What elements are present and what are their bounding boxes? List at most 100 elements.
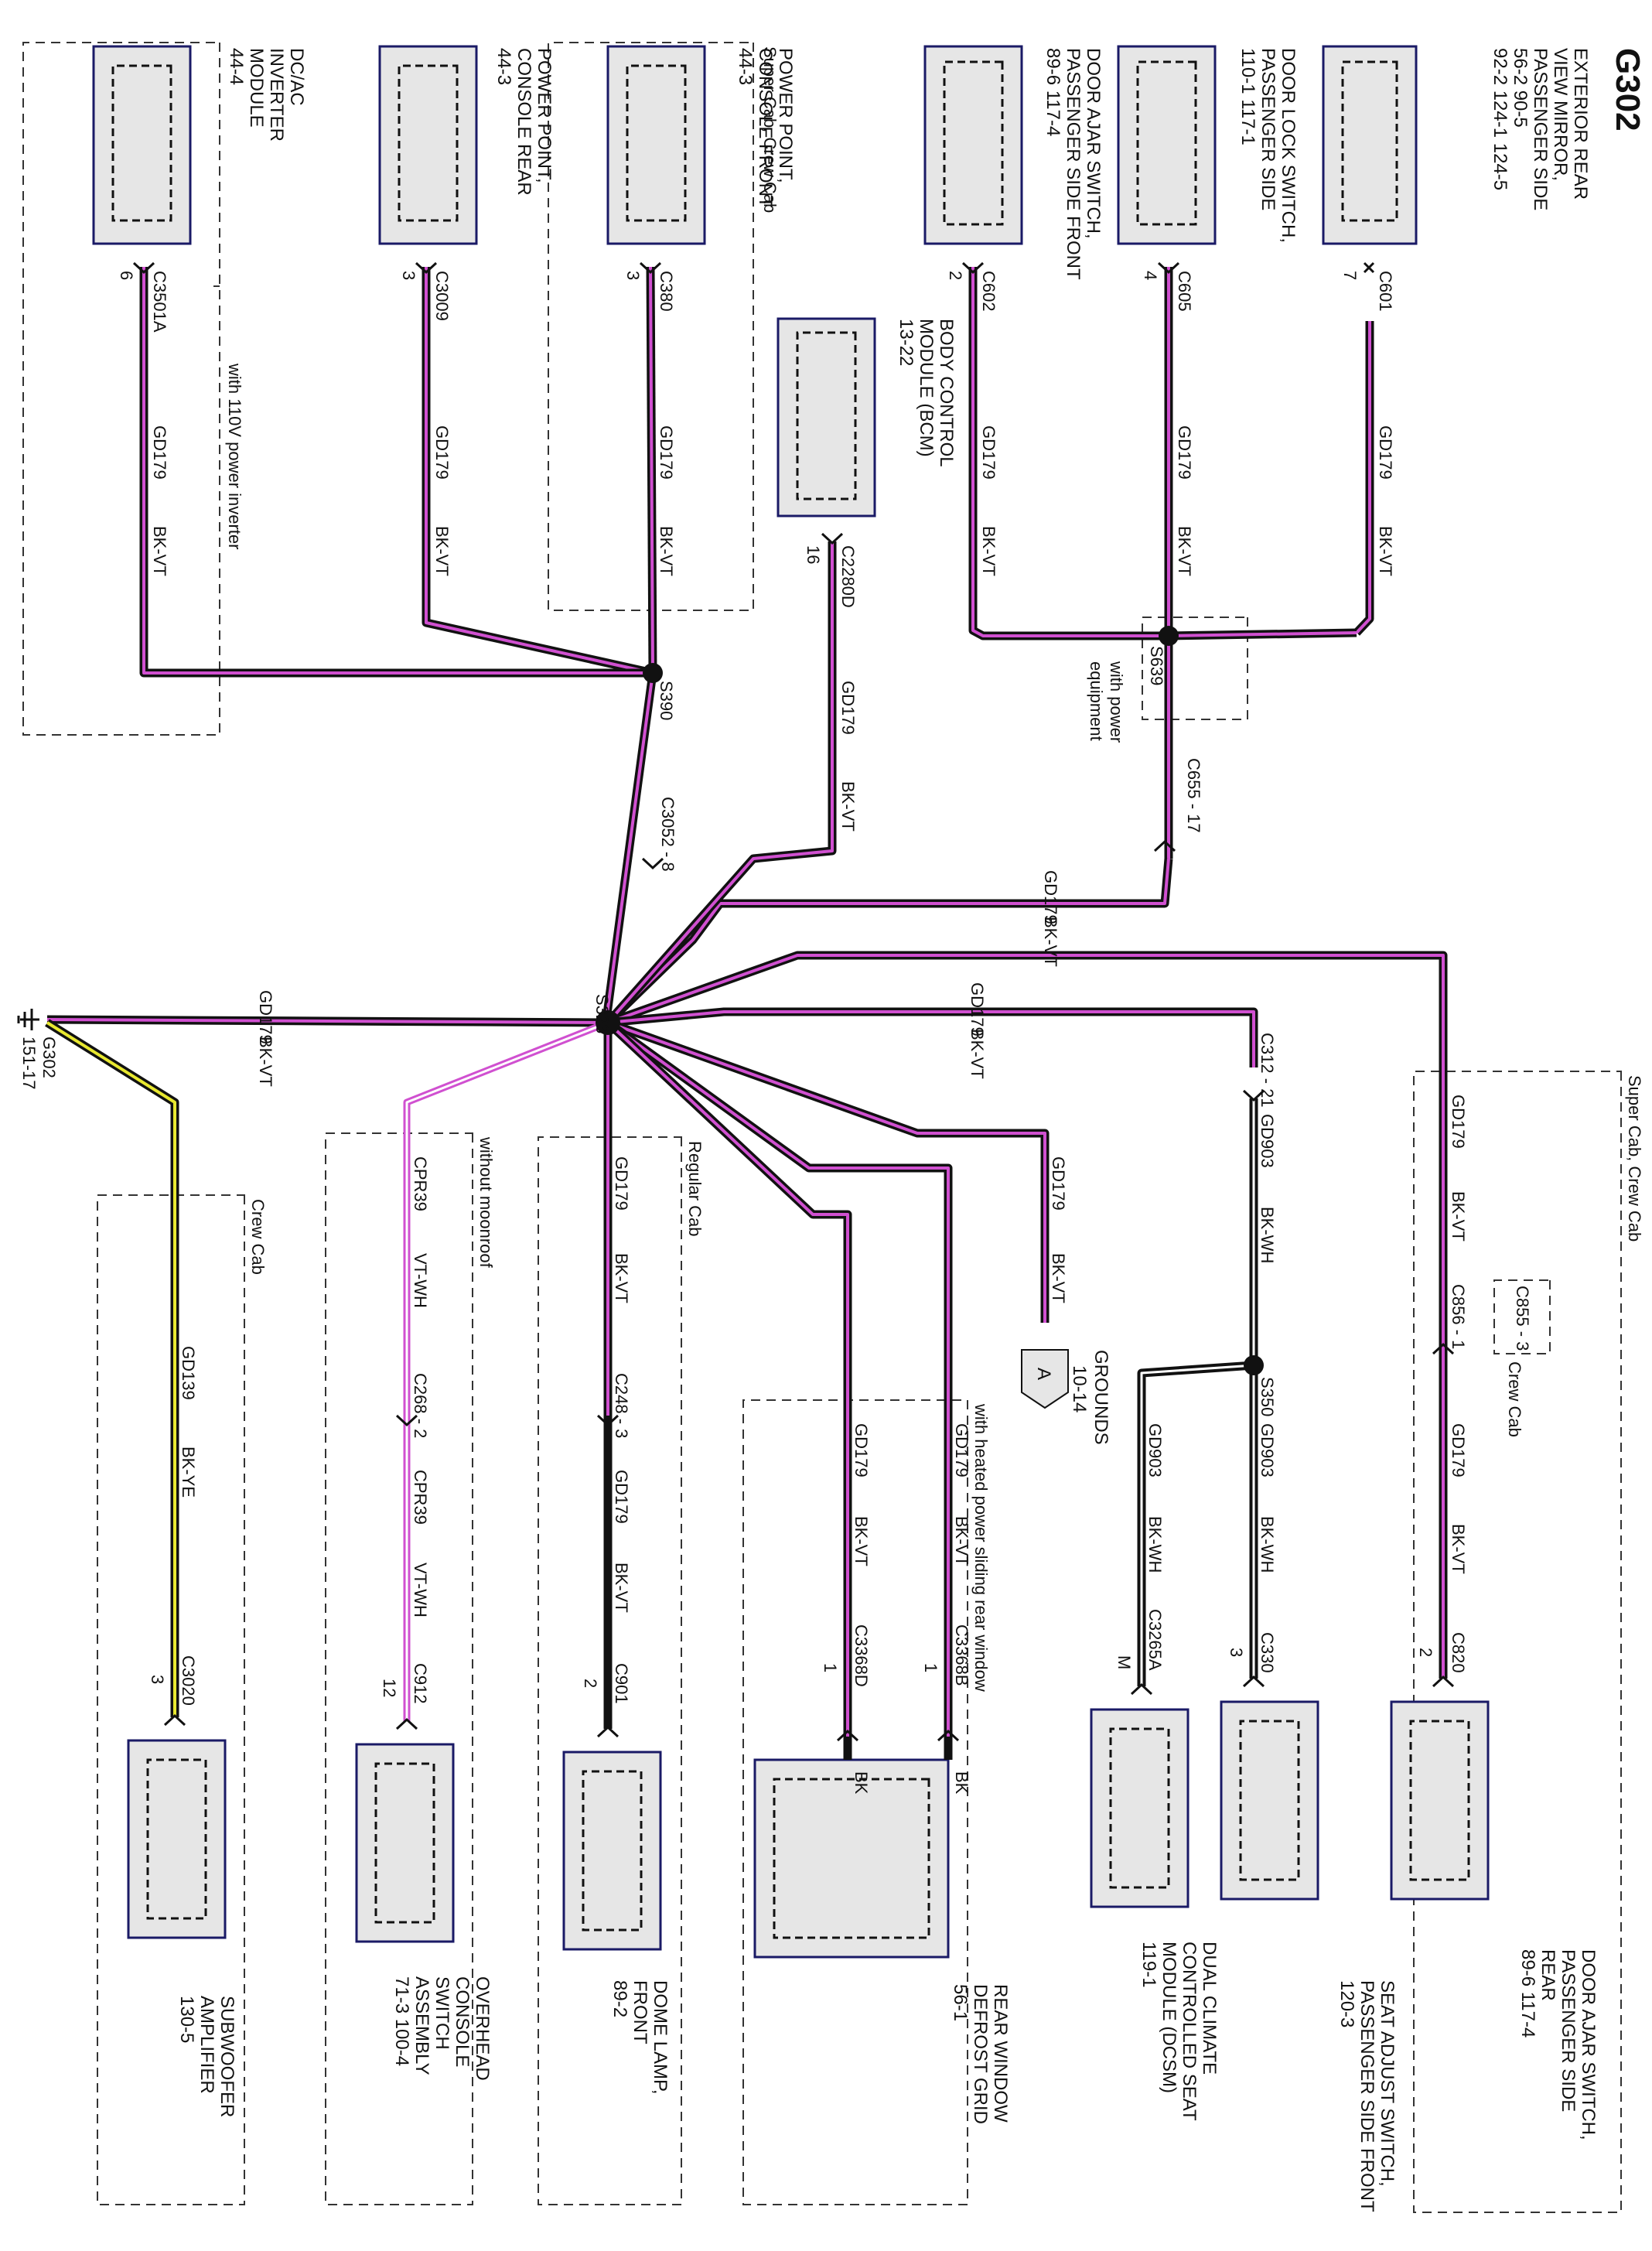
svg-text:VT-WH: VT-WH bbox=[411, 1563, 430, 1617]
svg-text:C3009: C3009 bbox=[432, 271, 452, 321]
svg-text:GD179: GD179 bbox=[657, 425, 676, 480]
svg-text:M: M bbox=[1114, 1655, 1134, 1669]
svg-text:GD179: GD179 bbox=[432, 425, 452, 480]
svg-text:DC/AC: DC/AC bbox=[286, 48, 307, 106]
svg-text:PASSENGER SIDE FRONT: PASSENGER SIDE FRONT bbox=[1357, 1980, 1377, 2212]
svg-text:C820: C820 bbox=[1449, 1632, 1468, 1673]
svg-text:BK-WH: BK-WH bbox=[1145, 1516, 1165, 1573]
svg-text:C605: C605 bbox=[1175, 271, 1194, 312]
svg-text:GD179: GD179 bbox=[612, 1156, 631, 1211]
label-inverter: DC/AC INVERTER MODULE 44-4 bbox=[226, 48, 307, 142]
svg-text:DOOR LOCK SWITCH,: DOOR LOCK SWITCH, bbox=[1278, 48, 1299, 243]
svg-text:BK-WH: BK-WH bbox=[1258, 1516, 1277, 1573]
splice-s390 bbox=[643, 663, 663, 683]
svg-text:C602: C602 bbox=[979, 271, 998, 312]
power-point-rear bbox=[378, 45, 478, 245]
wire-subwoofer bbox=[45, 1019, 179, 1717]
svg-text:SEAT ADJUST SWITCH,: SEAT ADJUST SWITCH, bbox=[1377, 1980, 1398, 2187]
svg-text:Crew Cab: Crew Cab bbox=[248, 1199, 268, 1275]
svg-text:CONTROLLED SEAT: CONTROLLED SEAT bbox=[1179, 1942, 1200, 2121]
svg-text:GD903: GD903 bbox=[1145, 1423, 1165, 1477]
svg-text:C855 - 3: C855 - 3 bbox=[1513, 1286, 1532, 1351]
svg-text:C3501A: C3501A bbox=[150, 271, 169, 333]
wire-pp-front bbox=[646, 266, 657, 674]
svg-text:GD179: GD179 bbox=[1449, 1095, 1468, 1149]
svg-text:BK-VT: BK-VT bbox=[1175, 526, 1194, 576]
svg-text:C3052 - 8: C3052 - 8 bbox=[658, 797, 678, 872]
label-pp-rear: POWER POINT, CONSOLE REAR 44-3 bbox=[493, 48, 555, 196]
svg-text:BK-WH: BK-WH bbox=[1258, 1207, 1277, 1263]
svg-text:130-5: 130-5 bbox=[176, 1996, 197, 2043]
svg-text:Super Cab, Crew Cab: Super Cab, Crew Cab bbox=[1625, 1075, 1644, 1242]
svg-text:BK-VT: BK-VT bbox=[838, 781, 858, 832]
wire-ground bbox=[46, 1015, 609, 1027]
wire-mirror bbox=[1353, 321, 1374, 636]
wire-defrost-b bbox=[605, 1019, 953, 1760]
svg-text:BK-VT: BK-VT bbox=[979, 526, 998, 576]
label-door-lock: DOOR LOCK SWITCH, PASSENGER SIDE 110-1 1… bbox=[1237, 48, 1299, 243]
page-title: G302 bbox=[1609, 48, 1647, 132]
svg-text:DOME LAMP,: DOME LAMP, bbox=[650, 1980, 671, 2095]
mirror-module bbox=[1322, 45, 1418, 245]
svg-text:GD179: GD179 bbox=[1049, 1156, 1068, 1211]
svg-text:BK-VT: BK-VT bbox=[150, 526, 169, 576]
svg-text:GD179: GD179 bbox=[1449, 1423, 1468, 1477]
svg-text:2: 2 bbox=[1416, 1648, 1435, 1657]
svg-text:C856 - 1: C856 - 1 bbox=[1449, 1284, 1468, 1349]
svg-text:with 110V power inverter: with 110V power inverter bbox=[225, 363, 244, 550]
label-dome: DOME LAMP, FRONT 89-2 bbox=[609, 1980, 671, 2095]
svg-text:56-2 90-5: 56-2 90-5 bbox=[1510, 48, 1531, 128]
wire-labels: GD179 BK-VT GD179 BK-VT GD179 BK-VT GD17… bbox=[150, 425, 1468, 1795]
svg-text:BK-VT: BK-VT bbox=[256, 1037, 275, 1087]
svg-text:C3368D: C3368D bbox=[852, 1624, 871, 1687]
grounds-ref-flag: A bbox=[1021, 1349, 1069, 1409]
svg-text:BK-YE: BK-YE bbox=[179, 1447, 198, 1498]
svg-text:Crew Cab: Crew Cab bbox=[1505, 1361, 1524, 1437]
svg-text:VIEW MIRROR,: VIEW MIRROR, bbox=[1550, 48, 1571, 181]
svg-text:BK: BK bbox=[852, 1771, 871, 1795]
group-power-equipment bbox=[1142, 617, 1248, 720]
svg-text:C380: C380 bbox=[657, 271, 676, 312]
svg-text:C3265A: C3265A bbox=[1145, 1609, 1165, 1671]
svg-text:GD179: GD179 bbox=[1041, 870, 1060, 924]
svg-text:C912: C912 bbox=[411, 1663, 430, 1704]
wire-door-ajar-rear bbox=[606, 951, 1448, 1679]
svg-text:BK-VT: BK-VT bbox=[657, 526, 676, 576]
svg-text:1: 1 bbox=[921, 1663, 940, 1672]
svg-text:OVERHEAD: OVERHEAD bbox=[472, 1976, 493, 2081]
seat-adjust-switch bbox=[1220, 1700, 1319, 1901]
svg-text:with power: with power bbox=[1107, 661, 1126, 743]
splice-label-s390: S390 bbox=[657, 681, 676, 720]
power-point-front bbox=[606, 45, 706, 245]
svg-text:C330: C330 bbox=[1258, 1632, 1277, 1673]
svg-text:REAR: REAR bbox=[1538, 1949, 1558, 2001]
svg-text:DUAL CLIMATE: DUAL CLIMATE bbox=[1199, 1942, 1220, 2075]
svg-text:DOOR AJAR SWITCH,: DOOR AJAR SWITCH, bbox=[1083, 48, 1104, 239]
svg-text:POWER POINT,: POWER POINT, bbox=[775, 48, 796, 183]
wire-overhead bbox=[403, 1019, 609, 1721]
svg-text:BK-VT: BK-VT bbox=[968, 1029, 987, 1079]
svg-text:PASSENGER SIDE: PASSENGER SIDE bbox=[1558, 1949, 1579, 2112]
group-inverter bbox=[22, 42, 220, 736]
inverter-module bbox=[92, 45, 192, 245]
svg-text:C248 - 3: C248 - 3 bbox=[612, 1373, 631, 1438]
svg-text:SWITCH: SWITCH bbox=[432, 1976, 452, 2050]
svg-text:ASSEMBLY: ASSEMBLY bbox=[411, 1976, 432, 2075]
wire-door-ajar-front bbox=[968, 267, 1169, 640]
svg-text:110-1 117-1: 110-1 117-1 bbox=[1237, 48, 1258, 145]
svg-text:CONSOLE: CONSOLE bbox=[452, 1976, 473, 2067]
svg-text:1: 1 bbox=[821, 1663, 840, 1672]
svg-text:56-1: 56-1 bbox=[950, 1984, 971, 2021]
svg-text:CONSOLE REAR: CONSOLE REAR bbox=[514, 48, 534, 196]
splice-s350 bbox=[1244, 1355, 1264, 1375]
svg-text:GD179: GD179 bbox=[612, 1470, 631, 1524]
dcsm-module bbox=[1090, 1708, 1190, 1908]
wire-gd903-dcsm bbox=[1137, 1361, 1254, 1686]
svg-text:BK-VT: BK-VT bbox=[1449, 1191, 1468, 1242]
ground-label-name: G302 bbox=[39, 1037, 59, 1078]
svg-text:44-4: 44-4 bbox=[226, 48, 247, 85]
svg-text:Super Cab, Crew Cab: Super Cab, Crew Cab bbox=[760, 46, 780, 213]
connector-arrows bbox=[132, 261, 1455, 1742]
